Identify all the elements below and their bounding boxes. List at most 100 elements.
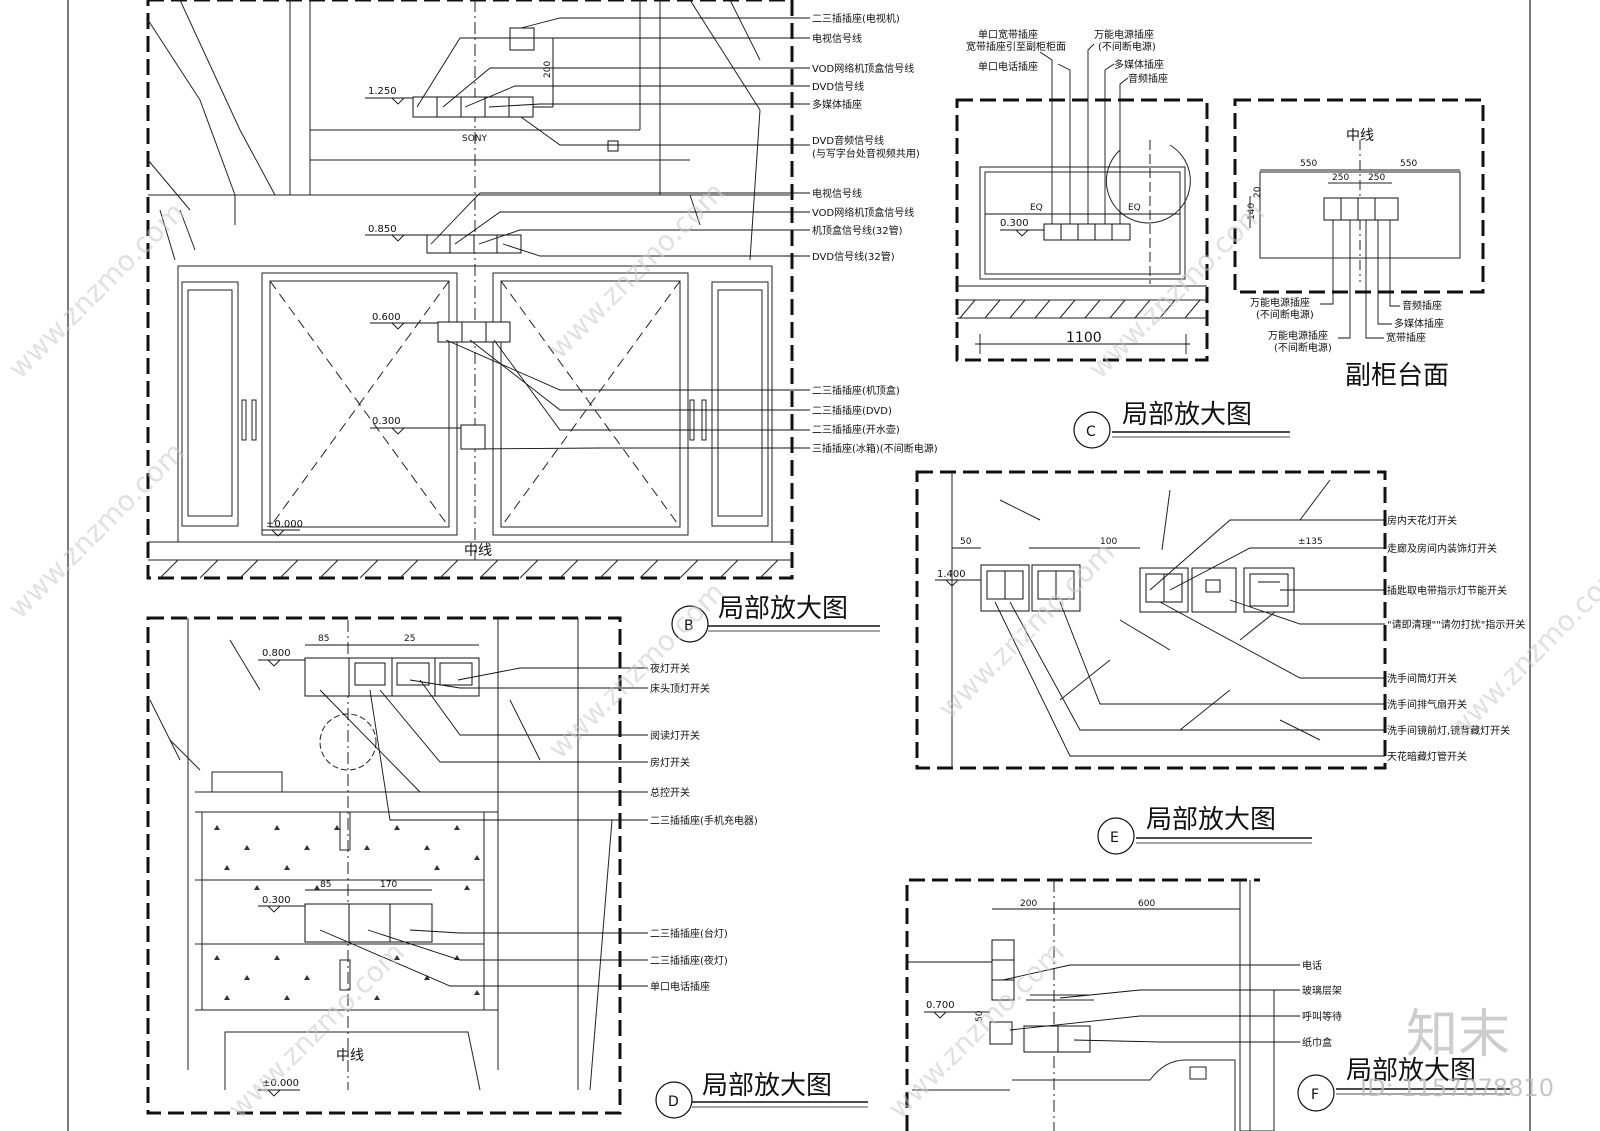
dim-f-600: 600 — [1138, 899, 1155, 909]
label-c-6: 音频插座 — [1128, 72, 1168, 85]
dim-e-50: 50 — [960, 537, 972, 547]
label-b-11: 二三插插座(机顶盒) — [812, 384, 900, 397]
label-d-0: 夜灯开关 — [650, 662, 690, 675]
callout-e-title: 局部放大图 — [1146, 805, 1276, 835]
label-d-3: 房灯开关 — [650, 756, 690, 769]
label-e-0: 房内天花灯开关 — [1387, 514, 1457, 527]
dim-c-1100: 1100 — [1066, 330, 1102, 346]
dim-b-200: 200 — [543, 61, 553, 78]
centerline-counter: 中线 — [1346, 128, 1374, 144]
dim-d-25-top: 25 — [404, 634, 415, 644]
level-c: 0.300 — [1000, 218, 1029, 229]
label-d-8: 单口电话插座 — [650, 980, 710, 993]
label-e-1: 走廊及房间内装饰灯开关 — [1387, 542, 1497, 555]
label-b-13: 二三插插座(开水壶) — [812, 423, 900, 436]
label-d-1: 床头顶灯开关 — [650, 682, 710, 695]
panel-b: 1.250 0.850 0.600 0.300 ±0.000 200 SONY … — [146, 0, 938, 643]
dim-counter-250-left: 250 — [1332, 173, 1349, 183]
label-b-6: (与写字台处音视频共用) — [812, 147, 920, 160]
dim-counter-140: 140 — [1247, 203, 1257, 220]
label-counter-0: 万能电源插座 — [1250, 296, 1310, 309]
centerline-d: 中线 — [336, 1048, 364, 1064]
callout-f-title: 局部放大图 — [1346, 1056, 1476, 1086]
label-b-12: 二三插插座(DVD) — [812, 404, 892, 417]
dim-d-170: 170 — [380, 880, 397, 890]
level-b-0850: 0.850 — [368, 224, 397, 235]
level-d-0000: ±0.000 — [262, 1078, 299, 1089]
dim-counter-550-right: 550 — [1400, 159, 1417, 169]
label-e-4: 洗手间筒灯开关 — [1387, 672, 1457, 685]
callout-c-letter: C — [1086, 424, 1096, 440]
label-b-9: 机顶盒信号线(32管) — [812, 224, 903, 237]
panel-e: 50 100 ±135 1.400 房内天花灯开关 走廊及房间内装饰灯开关 插匙… — [915, 470, 1525, 855]
dim-d-85: 85 — [320, 880, 331, 890]
label-b-0: 二三插插座(电视机) — [812, 12, 900, 25]
label-e-2: 插匙取电带指示灯节能开关 — [1387, 584, 1507, 597]
label-c-2: 单口电话插座 — [978, 60, 1038, 73]
panel-counter-top: 中线 550 550 250 250 140 20 万能电源插座 (不间断电源)… — [1233, 98, 1485, 391]
label-counter-1: (不间断电源) — [1256, 308, 1314, 321]
label-counter-3: (不间断电源) — [1274, 341, 1332, 354]
label-d-7: 二三插插座(夜灯) — [650, 954, 728, 967]
label-f-3: 纸巾盒 — [1302, 1036, 1332, 1049]
eq-c-left: EQ — [1030, 203, 1043, 213]
label-c-3: 万能电源插座 — [1094, 28, 1154, 41]
level-b-0300: 0.300 — [372, 416, 401, 427]
callout-d-letter: D — [668, 1094, 679, 1110]
counter-title: 副柜台面 — [1345, 361, 1449, 391]
label-b-4: 多媒体插座 — [812, 98, 862, 111]
level-e: 1.400 — [937, 569, 966, 580]
level-d-0300: 0.300 — [262, 895, 291, 906]
panel-f: 200 600 50 0.700 电话 玻璃层架 呼叫等待 纸巾盒 F 局部放大… — [905, 878, 1510, 1131]
dim-counter-250-right: 250 — [1368, 173, 1385, 183]
label-e-6: 洗手间镜前灯,镜背藏灯开关 — [1387, 724, 1510, 737]
callout-b-title: 局部放大图 — [718, 594, 848, 624]
label-c-4: (不间断电源) — [1098, 40, 1156, 53]
dim-e-100: 100 — [1100, 537, 1117, 547]
label-b-3: DVD信号线 — [812, 80, 864, 93]
brand-sony: SONY — [462, 134, 488, 144]
label-b-14: 三插插座(冰箱)(不间断电源) — [812, 442, 938, 455]
label-d-6: 二三插插座(台灯) — [650, 927, 728, 940]
label-e-5: 洗手间排气扇开关 — [1387, 698, 1467, 711]
label-f-0: 电话 — [1302, 959, 1322, 972]
dim-counter-20: 20 — [1253, 186, 1263, 198]
label-e-3: "请即清理""请勿打扰"指示开关 — [1387, 618, 1525, 631]
label-counter-2: 万能电源插座 — [1268, 329, 1328, 342]
label-c-0: 单口宽带插座 — [978, 28, 1038, 41]
eq-c-right: EQ — [1128, 203, 1141, 213]
callout-b-letter: B — [684, 618, 694, 634]
label-counter-6: 宽带插座 — [1386, 331, 1426, 344]
level-d-0800: 0.800 — [262, 648, 291, 659]
callout-c-title: 局部放大图 — [1122, 400, 1252, 430]
panel-d: 85 25 85 170 0.800 0.300 ±0.000 中线 夜灯开关 … — [146, 616, 868, 1119]
level-f: 0.700 — [926, 1000, 955, 1011]
label-b-8: VOD网络机顶盒信号线 — [812, 206, 914, 219]
label-c-5: 多媒体插座 — [1114, 58, 1164, 71]
watermark-id: ID: 1157078810 — [1360, 1074, 1554, 1102]
dim-f-200: 200 — [1020, 899, 1037, 909]
panel-c: 单口宽带插座 宽带插座引至副柜柜面 单口电话插座 万能电源插座 (不间断电源) … — [955, 28, 1290, 449]
level-b-0000: ±0.000 — [266, 519, 303, 530]
label-b-7: 电视信号线 — [812, 187, 862, 200]
label-counter-4: 音频插座 — [1402, 299, 1442, 312]
label-f-1: 玻璃层架 — [1302, 984, 1342, 997]
label-b-10: DVD信号线(32管) — [812, 250, 895, 263]
callout-e-letter: E — [1110, 830, 1119, 846]
label-c-1: 宽带插座引至副柜柜面 — [966, 40, 1066, 53]
label-b-5: DVD音频信号线 — [812, 134, 884, 147]
level-b-0600: 0.600 — [372, 312, 401, 323]
label-b-1: 电视信号线 — [812, 32, 862, 45]
label-f-2: 呼叫等待 — [1302, 1010, 1342, 1023]
label-counter-5: 多媒体插座 — [1394, 317, 1444, 330]
level-b-1250: 1.250 — [368, 86, 397, 97]
dim-counter-550-left: 550 — [1300, 159, 1317, 169]
dim-d-85-top: 85 — [318, 634, 329, 644]
callout-f-letter: F — [1311, 1087, 1319, 1103]
watermark-brand: 知末 — [1406, 1005, 1510, 1065]
label-d-4: 总控开关 — [650, 786, 690, 799]
centerline-b: 中线 — [464, 543, 492, 559]
label-d-2: 阅读灯开关 — [650, 729, 700, 742]
label-b-2: VOD网络机顶盒信号线 — [812, 62, 914, 75]
